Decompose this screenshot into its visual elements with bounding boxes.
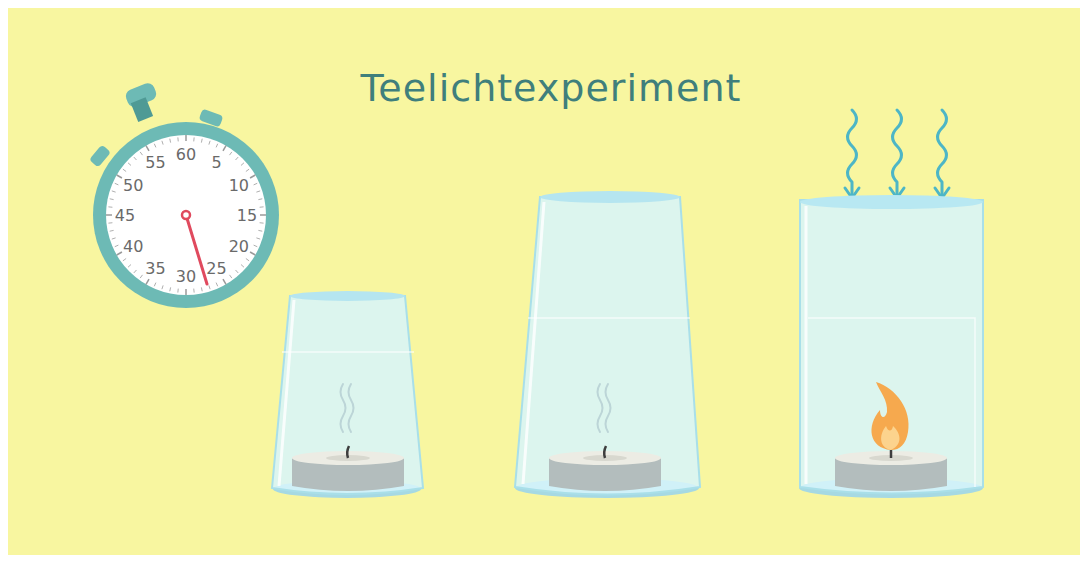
- tealights: [292, 446, 947, 491]
- dial-tick: [162, 285, 163, 289]
- dial-tick: [128, 265, 131, 268]
- dial-tick: [162, 141, 163, 145]
- dial-number: 50: [123, 175, 143, 194]
- dial-number: 10: [229, 175, 249, 194]
- background: [8, 8, 1080, 555]
- dial-number: 15: [237, 206, 257, 225]
- dial-tick: [258, 230, 262, 232]
- dial-tick: [201, 139, 203, 143]
- dial-tick: [223, 146, 226, 151]
- dial-tick: [115, 183, 119, 185]
- dial-tick: [117, 252, 122, 255]
- title: Teelichtexperiment: [361, 66, 742, 110]
- dial-number: 30: [176, 267, 196, 286]
- dial-tick: [193, 289, 194, 293]
- dial-tick: [140, 275, 142, 278]
- dial-tick: [134, 270, 137, 273]
- dial-tick: [258, 198, 262, 200]
- dial-tick: [110, 230, 114, 232]
- dial-tick: [106, 214, 112, 216]
- open-glass: [799, 195, 983, 498]
- dial-tick: [236, 270, 239, 273]
- dial-number: 5: [211, 153, 221, 172]
- dial-tick: [110, 198, 114, 200]
- dial-number: 35: [145, 258, 165, 277]
- dial-tick: [154, 283, 156, 287]
- dial-tick: [246, 169, 249, 171]
- dial-tick: [229, 152, 231, 155]
- dial-number: 25: [206, 258, 226, 277]
- dial-number: 55: [145, 153, 165, 172]
- dial-tick: [260, 206, 264, 207]
- dial-tick: [229, 275, 231, 278]
- dial-tick: [241, 265, 244, 268]
- dial-number: 20: [229, 236, 249, 255]
- dial-tick: [112, 191, 116, 192]
- dial-tick: [112, 238, 116, 239]
- dial-tick: [254, 245, 258, 247]
- dial-tick: [169, 287, 171, 291]
- heat-arrows: [845, 110, 949, 198]
- dial-tick: [209, 141, 210, 145]
- dial-tick: [216, 283, 218, 287]
- dial-tick: [260, 222, 264, 223]
- dial-tick: [123, 169, 126, 171]
- dial-tick: [177, 289, 178, 293]
- stopwatch: [89, 81, 279, 308]
- dial-tick: [169, 139, 171, 143]
- dial-tick: [250, 252, 255, 255]
- dial-tick: [193, 137, 194, 141]
- dial-tick: [246, 258, 249, 260]
- dial-tick: [146, 146, 149, 151]
- dial-tick: [256, 191, 260, 192]
- dial-tick: [201, 287, 203, 291]
- dial-tick: [115, 245, 119, 247]
- dial-tick: [216, 144, 218, 148]
- dial-tick: [241, 163, 244, 166]
- dial-tick: [134, 157, 137, 160]
- smoke: [341, 384, 611, 432]
- dial-tick: [256, 238, 260, 239]
- dial-tick: [146, 279, 149, 284]
- dial-tick: [177, 137, 178, 141]
- dial-tick: [185, 289, 187, 295]
- dial-tick: [117, 175, 122, 178]
- flame: [871, 382, 908, 450]
- dial-number: 45: [115, 206, 135, 225]
- dial-tick: [108, 222, 112, 223]
- dial-tick: [123, 258, 126, 260]
- dial-tick: [185, 135, 187, 141]
- large-glass: [515, 191, 700, 498]
- dial-number: 40: [123, 236, 143, 255]
- dial-number: 60: [176, 145, 196, 164]
- dial-tick: [128, 163, 131, 166]
- dial-tick: [223, 279, 226, 284]
- dial-tick: [209, 285, 210, 289]
- dial-tick: [154, 144, 156, 148]
- dial-tick: [250, 175, 255, 178]
- dial-tick: [254, 183, 258, 185]
- small-glass: [272, 291, 423, 498]
- dial-tick: [108, 206, 112, 207]
- dial-tick: [140, 152, 142, 155]
- dial-tick: [260, 214, 266, 216]
- dial-tick: [236, 157, 239, 160]
